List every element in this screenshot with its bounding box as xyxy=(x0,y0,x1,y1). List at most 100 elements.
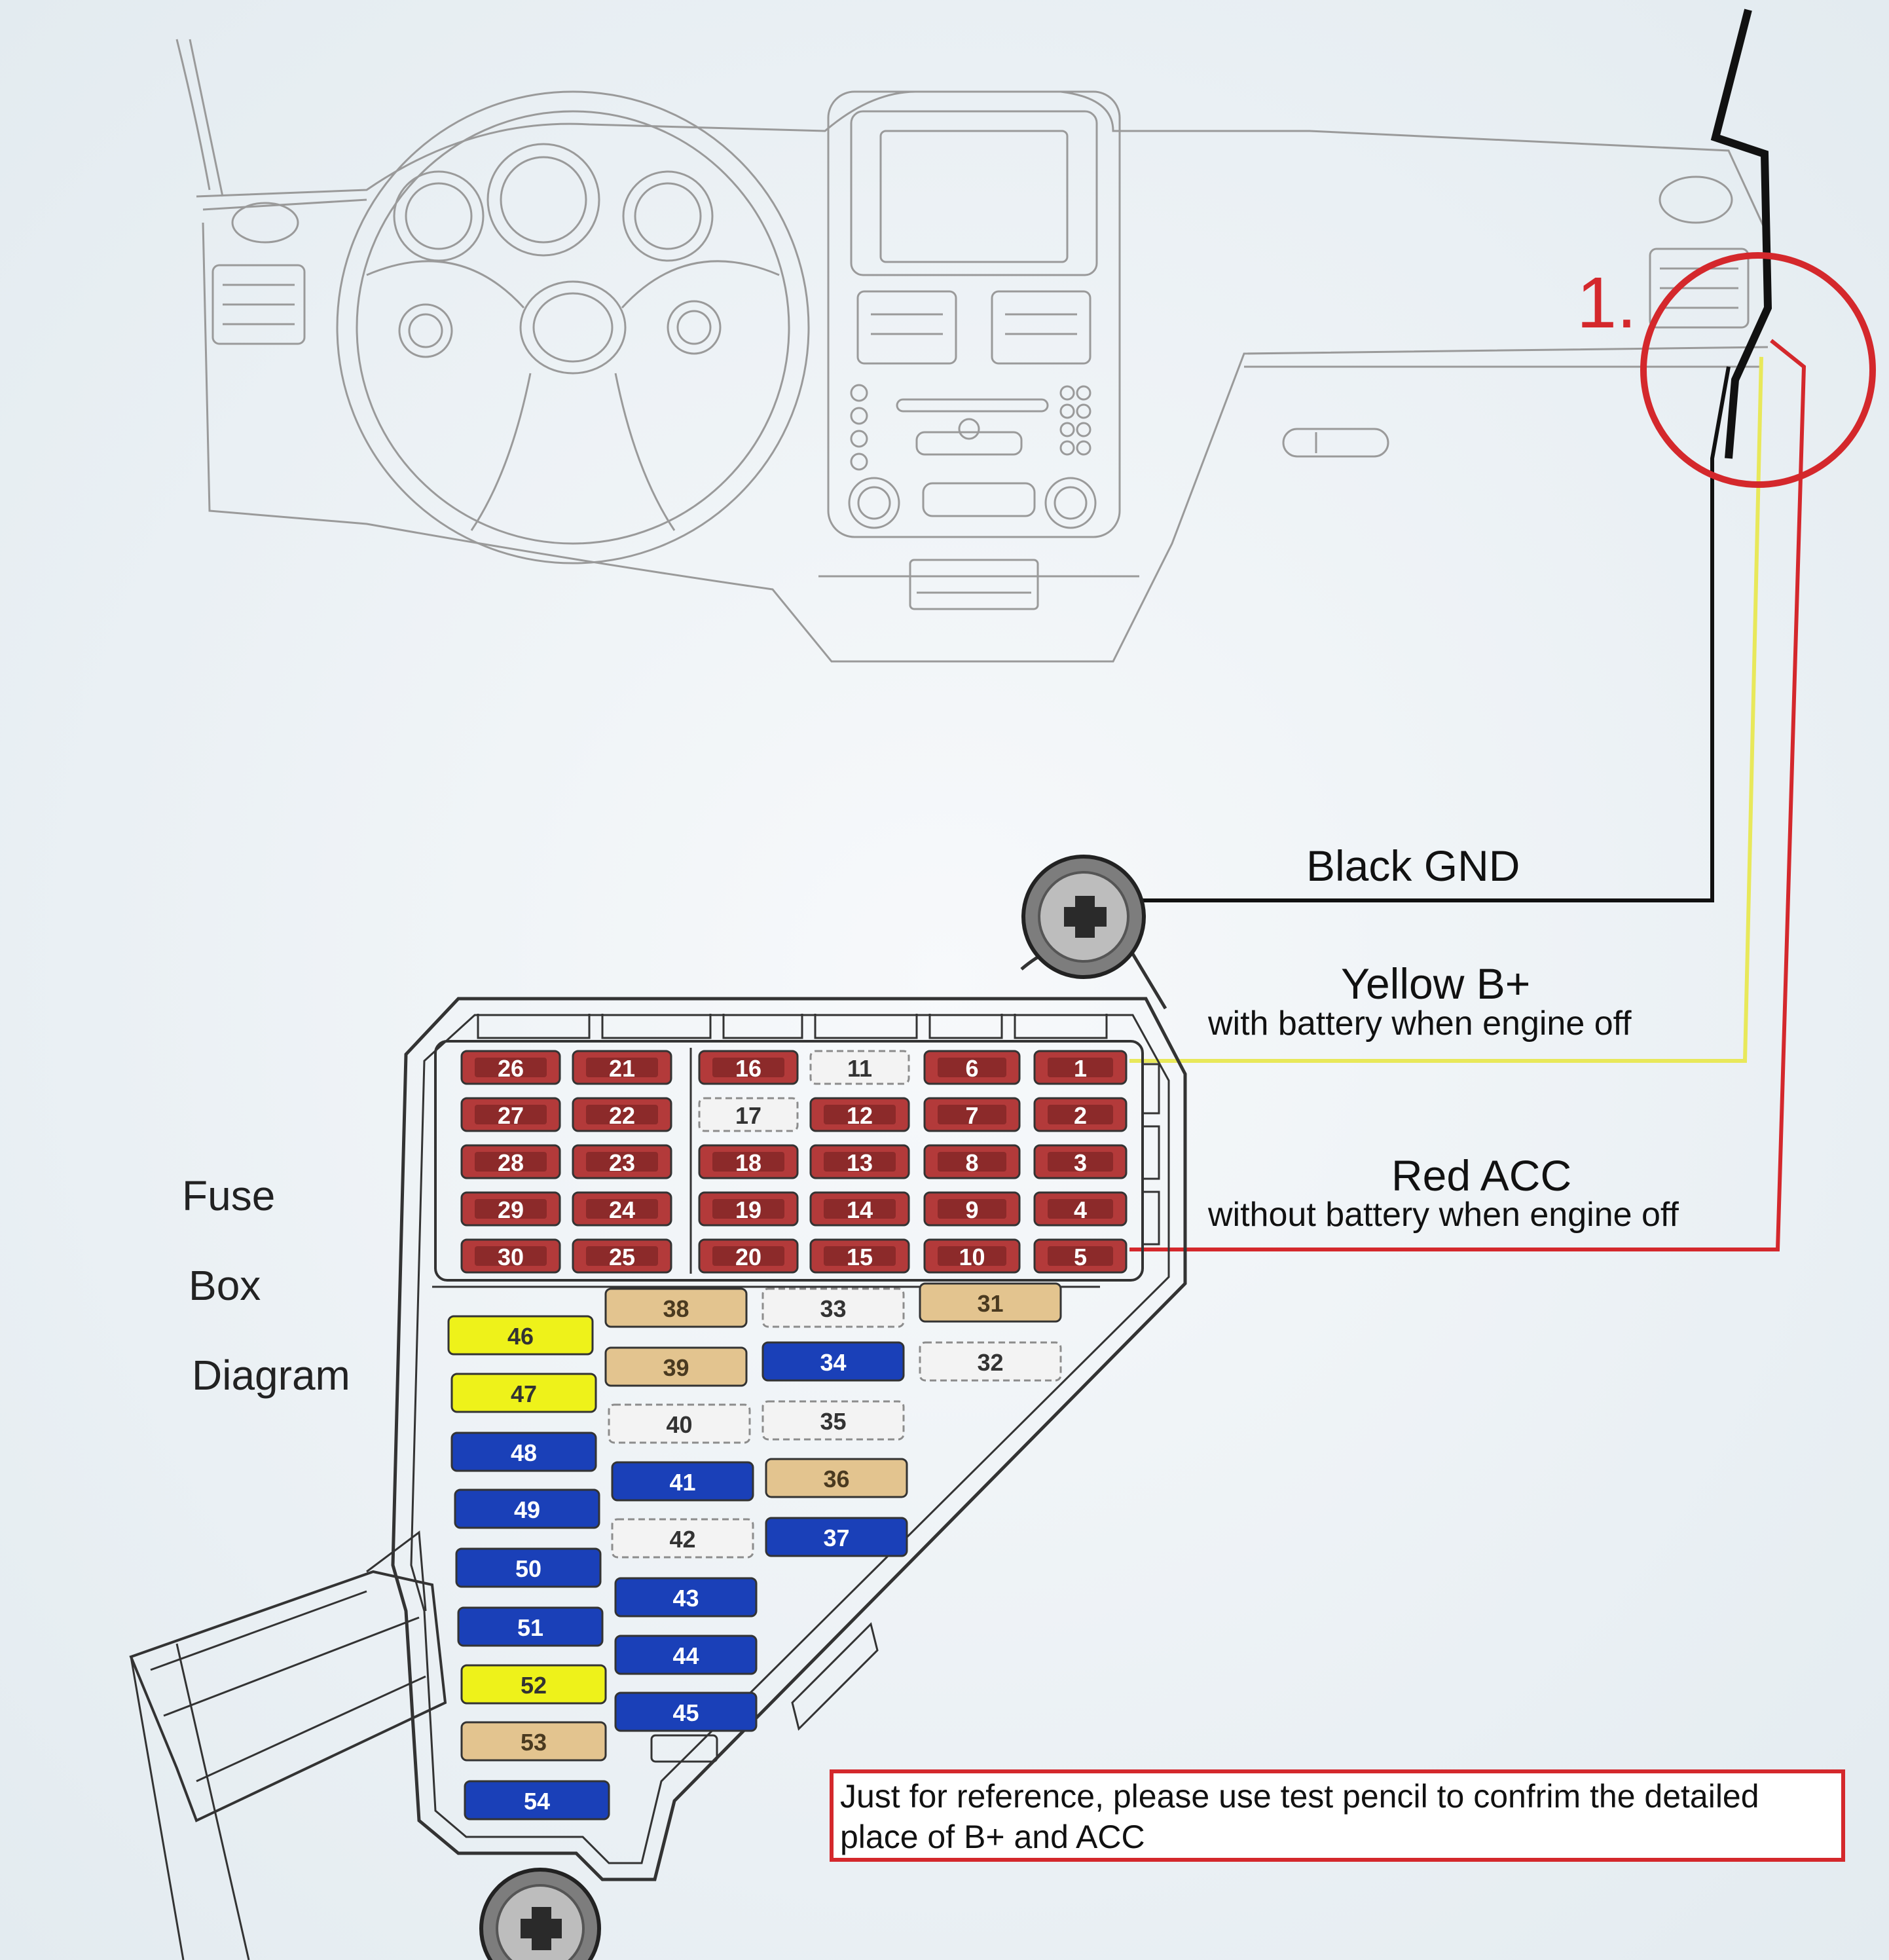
fuse-11: 11 xyxy=(809,1050,910,1085)
fuse-label-17: 17 xyxy=(735,1102,761,1129)
side-label-fuse: Fuse xyxy=(182,1172,275,1219)
fuse-label-40: 40 xyxy=(666,1411,692,1438)
fuse-label-1: 1 xyxy=(1074,1055,1087,1082)
fuse-label-23: 23 xyxy=(609,1149,635,1176)
fuse-32: 32 xyxy=(919,1341,1062,1382)
fuse-label-33: 33 xyxy=(820,1295,846,1322)
fuse-label-8: 8 xyxy=(965,1149,978,1176)
fuse-27: 27 xyxy=(460,1097,561,1132)
fuse-label-38: 38 xyxy=(663,1295,689,1322)
center-console xyxy=(827,90,1121,610)
fuse-50: 50 xyxy=(455,1547,602,1588)
fuse-label-50: 50 xyxy=(515,1555,541,1582)
fuse-label-16: 16 xyxy=(735,1055,761,1082)
fuse-label-9: 9 xyxy=(965,1196,978,1223)
reference-note: Just for reference, please use test penc… xyxy=(830,1769,1845,1862)
fuse-label-36: 36 xyxy=(823,1466,849,1492)
fuse-26: 26 xyxy=(460,1050,561,1085)
fuse-53: 53 xyxy=(460,1721,607,1762)
fuse-30: 30 xyxy=(460,1238,561,1274)
fuse-label-51: 51 xyxy=(517,1614,543,1641)
fuse-3: 3 xyxy=(1033,1144,1128,1179)
fuse-8: 8 xyxy=(923,1144,1021,1179)
fuse-48: 48 xyxy=(450,1432,597,1472)
fuse-29: 29 xyxy=(460,1191,561,1227)
fuse-label-48: 48 xyxy=(511,1439,537,1466)
fuse-label-14: 14 xyxy=(847,1196,873,1223)
instrument-cluster xyxy=(393,143,714,262)
bplus-sublabel: with battery when engine off xyxy=(1207,1005,1632,1043)
bplus-wire xyxy=(1129,356,1763,1063)
right-vent xyxy=(1649,248,1750,329)
fuse-5: 5 xyxy=(1033,1238,1128,1274)
fuse-37: 37 xyxy=(765,1517,908,1557)
fuse-34: 34 xyxy=(761,1341,905,1382)
fuse-47: 47 xyxy=(450,1373,597,1413)
fuse-21: 21 xyxy=(572,1050,672,1085)
ground-screw-upper xyxy=(1020,855,1167,1010)
fuse-label-13: 13 xyxy=(847,1149,873,1176)
fuse-label-45: 45 xyxy=(672,1699,699,1726)
fuse-label-49: 49 xyxy=(514,1496,540,1523)
gnd-label: Black GND xyxy=(1306,841,1520,890)
fuse-label-11: 11 xyxy=(847,1055,872,1082)
fuse-label-30: 30 xyxy=(498,1244,524,1270)
fuse-label-20: 20 xyxy=(735,1244,761,1270)
fuse-label-42: 42 xyxy=(669,1526,695,1553)
fuse-label-29: 29 xyxy=(498,1196,524,1223)
fuse-label-22: 22 xyxy=(609,1102,635,1129)
fuse-43: 43 xyxy=(614,1577,758,1618)
fuse-label-46: 46 xyxy=(507,1323,534,1350)
fuse-44: 44 xyxy=(614,1635,758,1675)
acc-label: Red ACC xyxy=(1391,1151,1571,1200)
fuse-label-35: 35 xyxy=(820,1408,846,1435)
fuse-label-26: 26 xyxy=(498,1055,524,1082)
ground-screw-lower xyxy=(479,1868,601,1960)
fuse-label-52: 52 xyxy=(521,1672,547,1699)
fuse-label-37: 37 xyxy=(823,1525,849,1551)
fuse-19: 19 xyxy=(698,1191,799,1227)
gnd-wire-top xyxy=(1710,9,1772,459)
side-label-box: Box xyxy=(189,1262,261,1309)
fuse-label-41: 41 xyxy=(669,1469,695,1496)
fuse-40: 40 xyxy=(608,1403,751,1444)
acc-sublabel: without battery when engine off xyxy=(1207,1196,1679,1234)
fuse-label-4: 4 xyxy=(1074,1196,1087,1223)
fuse-35: 35 xyxy=(761,1400,905,1441)
fuse-layer: 1234567891011121314151617181920212223242… xyxy=(447,1050,1128,1821)
fuse-39: 39 xyxy=(604,1346,748,1387)
fuse-label-47: 47 xyxy=(511,1380,537,1407)
fuse-label-31: 31 xyxy=(977,1290,1003,1317)
fuse-label-27: 27 xyxy=(498,1102,524,1129)
fuse-label-19: 19 xyxy=(735,1196,761,1223)
fuse-label-28: 28 xyxy=(498,1149,524,1176)
side-label-diagram: Diagram xyxy=(192,1352,350,1399)
fuse-label-21: 21 xyxy=(609,1055,635,1082)
fuse-label-32: 32 xyxy=(977,1349,1003,1376)
bplus-label: Yellow B+ xyxy=(1341,959,1530,1008)
fuse-4: 4 xyxy=(1033,1191,1128,1227)
fuse-42: 42 xyxy=(611,1518,754,1559)
note-line-1: Just for reference, please use test penc… xyxy=(840,1778,1759,1815)
glovebox-handle xyxy=(1282,428,1389,458)
callout-number: 1. xyxy=(1577,263,1637,343)
left-vent xyxy=(211,264,306,345)
fuse-10: 10 xyxy=(923,1238,1021,1274)
fuse-54: 54 xyxy=(464,1780,610,1821)
gnd-wire xyxy=(1143,366,1731,902)
fuse-9: 9 xyxy=(923,1191,1021,1227)
fuse-6: 6 xyxy=(923,1050,1021,1085)
right-speaker xyxy=(1659,176,1733,224)
fuse-52: 52 xyxy=(460,1664,607,1705)
fuse-22: 22 xyxy=(572,1097,672,1132)
fuse-label-7: 7 xyxy=(965,1102,978,1129)
fuse-label-44: 44 xyxy=(672,1642,699,1669)
fuse-18: 18 xyxy=(698,1144,799,1179)
fuse-33: 33 xyxy=(761,1287,905,1328)
callout-circle xyxy=(1640,252,1876,488)
fuse-24: 24 xyxy=(572,1191,672,1227)
left-speaker xyxy=(231,202,299,244)
fuse-label-18: 18 xyxy=(735,1149,761,1176)
fuse-label-43: 43 xyxy=(672,1585,699,1612)
